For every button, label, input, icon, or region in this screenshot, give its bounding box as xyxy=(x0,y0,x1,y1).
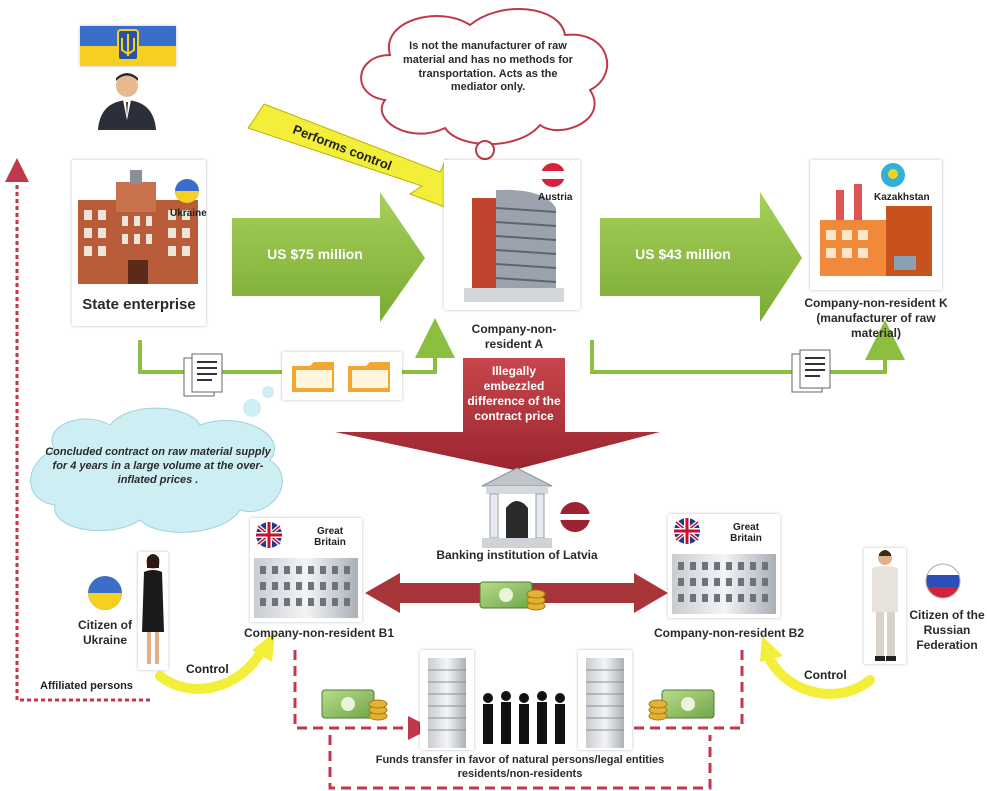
skyscraper-left-card xyxy=(420,650,474,750)
embezzlement-arrow xyxy=(335,358,660,470)
embezzled-label: Illegally embezzled difference of the co… xyxy=(467,364,561,423)
control-label-right: Control xyxy=(804,668,847,682)
office-building-icon-b1 xyxy=(254,558,358,618)
kazakhstan-flag-icon xyxy=(881,163,905,187)
company-b2-label: Company-non-resident B2 xyxy=(653,626,804,640)
control-label-left: Control xyxy=(186,662,229,676)
funds-dashed-line-right xyxy=(603,650,744,740)
austria-tag: Austria xyxy=(538,192,573,203)
money-flow-arrow-right xyxy=(600,192,802,322)
uk-flag-icon-b2 xyxy=(674,518,700,544)
amount-75-label: US $75 million xyxy=(267,246,363,262)
funds-dashed-box-bottom xyxy=(328,735,712,790)
office-building-icon-b2 xyxy=(672,554,776,614)
official-person-icon xyxy=(98,73,156,130)
citizen-ukraine-card xyxy=(138,552,168,670)
skyscraper-icon-left xyxy=(428,658,466,748)
bank-icon xyxy=(481,467,553,548)
left-thought-cloud xyxy=(30,407,283,533)
ukraine-tag: Ukraine xyxy=(170,208,207,219)
control-arrow-right xyxy=(765,655,875,699)
citizen-russia-label: Citizen of the Russian Federation xyxy=(909,608,985,652)
left-cloud-text: Concluded contract on raw material suppl… xyxy=(45,446,271,486)
top-cloud-text: Is not the manufacturer of raw material … xyxy=(403,40,573,94)
company-b1-label: Company-non-resident B1 xyxy=(243,626,394,640)
people-silhouettes-icon xyxy=(483,691,565,744)
bank-label: Banking institution of Latvia xyxy=(436,548,598,562)
office-tower-icon xyxy=(464,189,564,302)
kazakhstan-tag: Kazakhstan xyxy=(874,192,930,203)
money-icon-center xyxy=(479,581,546,611)
ukraine-coat-of-arms xyxy=(80,26,176,66)
woman-figure-icon xyxy=(142,554,164,664)
money-flow-arrow-left xyxy=(232,192,425,322)
factory-icon xyxy=(820,184,932,276)
documents-icon-right xyxy=(791,349,831,393)
folders-card xyxy=(282,352,402,400)
skyscraper-icon-right xyxy=(586,658,624,748)
company-a-card: Austria xyxy=(444,160,580,310)
funds-transfer-label: Funds transfer in favor of natural perso… xyxy=(375,754,665,780)
documents-icon-left xyxy=(183,353,223,397)
ukraine-flag-icon xyxy=(175,179,199,203)
gb-tag-left: Great Britain xyxy=(314,526,346,548)
money-icon-bottom-right xyxy=(648,689,715,721)
amount-43-label: US $43 million xyxy=(635,246,731,262)
control-arrow-left xyxy=(155,645,267,694)
company-k-label: Company-non-resident K (manufacturer of … xyxy=(804,296,948,340)
affiliated-label: Affiliated persons xyxy=(40,680,133,692)
uk-flag-icon-b1 xyxy=(256,522,282,548)
gb-tag-right: Great Britain xyxy=(730,522,762,544)
skyscraper-right-card xyxy=(578,650,632,750)
document-flow-line-right xyxy=(590,320,905,374)
state-enterprise-card: Ukraine State enterprise xyxy=(72,160,207,326)
affiliated-dashed-line xyxy=(5,158,150,702)
top-thought-cloud xyxy=(360,8,609,146)
citizen-ukraine-label: Citizen of Ukraine xyxy=(78,618,132,647)
money-icon-bottom-left xyxy=(321,689,388,721)
company-k-card: Kazakhstan xyxy=(810,160,942,290)
trident-icon xyxy=(117,29,139,61)
company-b2-card: Great Britain xyxy=(668,514,780,618)
state-enterprise-building-icon xyxy=(78,170,198,284)
company-a-label: Company-non-resident A xyxy=(471,322,557,351)
folders-icon xyxy=(292,362,390,392)
man-figure-icon xyxy=(872,550,898,661)
citizen-russia-card xyxy=(864,548,906,664)
funds-dashed-line-left xyxy=(293,650,432,740)
company-b1-card: Great Britain xyxy=(250,518,362,622)
ukraine-flag-icon-citizen xyxy=(88,576,122,610)
russia-flag-icon xyxy=(925,563,961,599)
austria-flag-icon xyxy=(541,163,565,187)
state-enterprise-label: State enterprise xyxy=(82,296,196,313)
latvia-flag-icon xyxy=(560,502,590,532)
